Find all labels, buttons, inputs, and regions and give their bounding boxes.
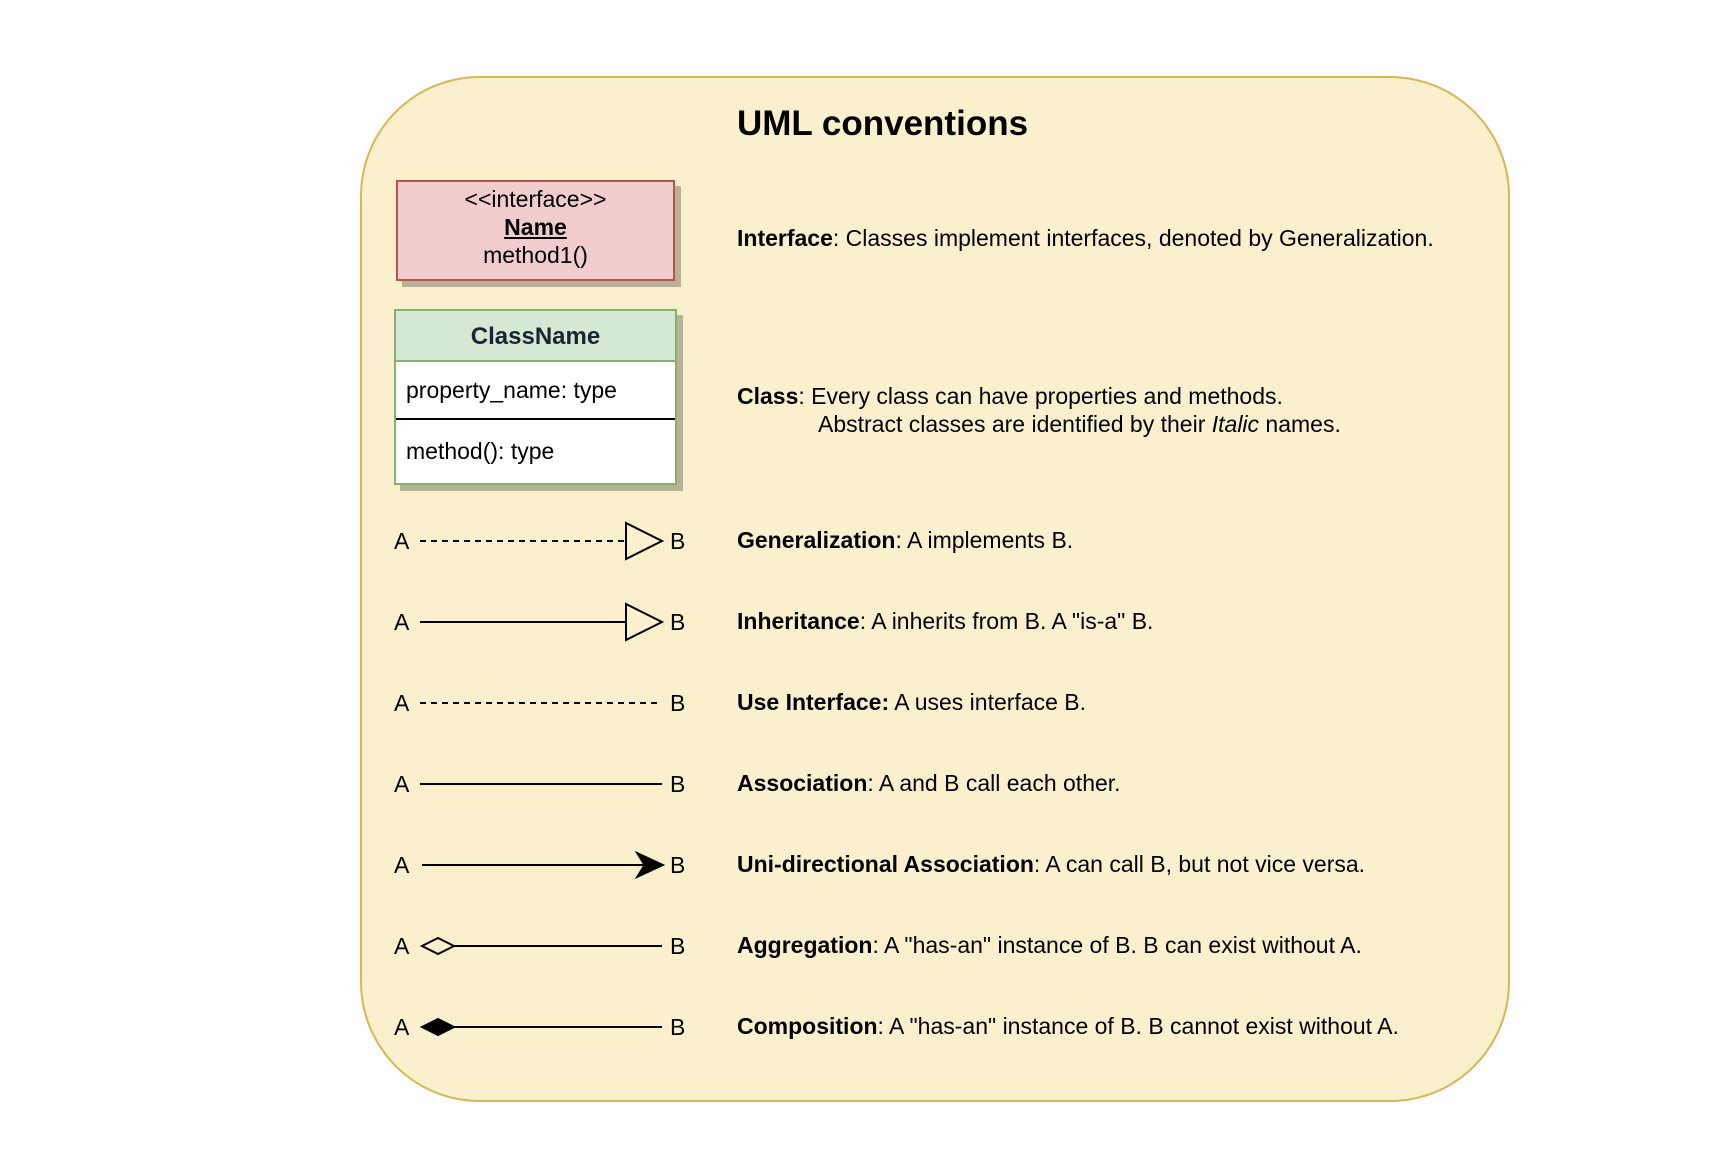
class-description-continuation: Abstract classes are identified by their… [818, 411, 1341, 438]
class-property: property_name: type [396, 362, 675, 420]
inheritance-term: Inheritance [737, 608, 860, 634]
aggregation-description: Aggregation: A "has-an" instance of B. B… [737, 932, 1362, 959]
composition-description: Composition: A "has-an" instance of B. B… [737, 1013, 1399, 1040]
interface-term: Interface [737, 225, 833, 251]
interface-name: Name [504, 214, 567, 240]
class-text: : Every class can have properties and me… [798, 383, 1283, 409]
composition-label-a: A [394, 1014, 410, 1040]
unidirectional-arrow [422, 850, 666, 880]
inheritance-text: : A inherits from B. A "is-a" B. [859, 608, 1154, 634]
class-description: Class: Every class can have properties a… [737, 383, 1283, 410]
association-line [420, 783, 662, 785]
aggregation-text: : A "has-an" instance of B. B can exist … [872, 932, 1362, 958]
use-interface-label-b: B [670, 690, 686, 716]
use-interface-term: Use Interface: [737, 689, 890, 715]
inheritance-line [420, 602, 665, 642]
class-cont-before: Abstract classes are identified by their [818, 411, 1212, 437]
use-interface-text: A uses interface B. [889, 689, 1087, 715]
aggregation-line [419, 936, 662, 956]
composition-term: Composition [737, 1013, 878, 1039]
association-description: Association: A and B call each other. [737, 770, 1121, 797]
generalization-text: : A implements B. [895, 527, 1074, 553]
association-text: : A and B call each other. [867, 770, 1121, 796]
class-box: ClassName property_name: type method(): … [394, 309, 677, 485]
interface-description: Interface: Classes implement interfaces,… [737, 225, 1434, 252]
class-name: ClassName [396, 311, 675, 362]
unidirectional-text: : A can call B, but not vice versa. [1033, 851, 1366, 877]
class-cont-italic: Italic [1211, 411, 1260, 437]
interface-text: : Classes implement interfaces, denoted … [832, 225, 1434, 251]
inheritance-label-b: B [670, 609, 686, 635]
class-cont-after: names. [1259, 411, 1341, 437]
unidirectional-term: Uni-directional Association [737, 851, 1034, 877]
generalization-label-a: A [394, 528, 410, 554]
aggregation-label-a: A [394, 933, 410, 959]
generalization-term: Generalization [737, 527, 896, 553]
composition-line [419, 1017, 662, 1037]
inheritance-description: Inheritance: A inherits from B. A "is-a"… [737, 608, 1153, 635]
class-term: Class [737, 383, 799, 409]
inheritance-label-a: A [394, 609, 410, 635]
aggregation-term: Aggregation [737, 932, 873, 958]
aggregation-label-b: B [670, 933, 686, 959]
association-label-a: A [394, 771, 410, 797]
composition-label-b: B [670, 1014, 686, 1040]
interface-box: <<interface>> Name method1() [396, 180, 675, 281]
unidirectional-description: Uni-directional Association: A can call … [737, 851, 1365, 878]
diagram-title: UML conventions [737, 104, 1029, 143]
composition-text: : A "has-an" instance of B. B cannot exi… [877, 1013, 1399, 1039]
association-term: Association [737, 770, 868, 796]
unidirectional-label-a: A [394, 852, 410, 878]
interface-stereotype: <<interface>> [464, 186, 607, 212]
use-interface-description: Use Interface: A uses interface B. [737, 689, 1086, 716]
class-method: method(): type [406, 438, 555, 464]
interface-method: method1() [483, 242, 588, 268]
generalization-label-b: B [670, 528, 686, 554]
generalization-description: Generalization: A implements B. [737, 527, 1073, 554]
use-interface-label-a: A [394, 690, 410, 716]
use-interface-line [420, 702, 662, 704]
unidirectional-label-b: B [670, 852, 686, 878]
association-label-b: B [670, 771, 686, 797]
generalization-line [420, 521, 665, 561]
